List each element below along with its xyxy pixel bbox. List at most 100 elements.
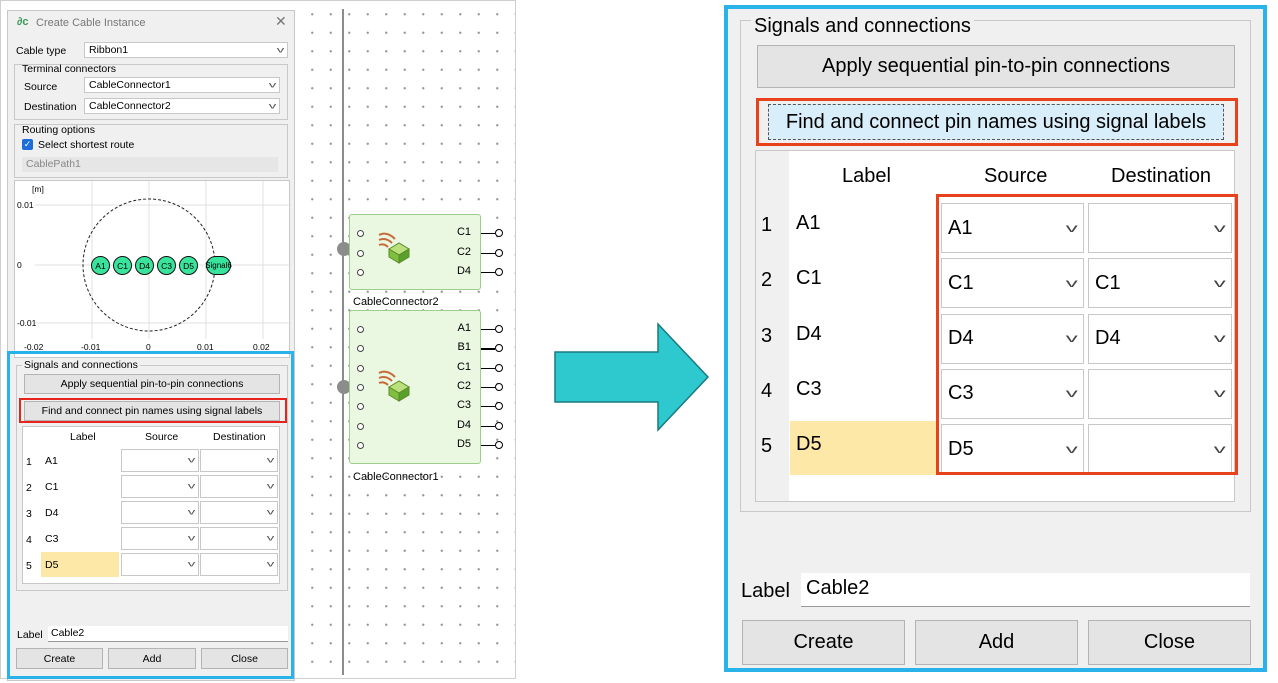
chevron-down-icon: v xyxy=(187,560,196,569)
zoom-table-cell-label[interactable]: D4 xyxy=(796,322,822,345)
right-pin[interactable] xyxy=(495,268,503,276)
label-input[interactable]: Cable2 xyxy=(48,626,288,642)
left-pin[interactable] xyxy=(357,364,364,372)
zoom-label-input[interactable]: Cable2 xyxy=(801,573,1250,607)
destination-combo[interactable]: v xyxy=(200,527,278,550)
destination-combo[interactable]: v xyxy=(200,553,278,576)
table-cell-label[interactable]: A1 xyxy=(45,454,58,467)
zoom-destination-combo[interactable]: C1 v xyxy=(1088,258,1232,309)
zoom-create-button[interactable]: Create xyxy=(742,620,905,665)
wire-junction xyxy=(337,380,351,394)
zoom-label-field-label: Label xyxy=(741,580,790,602)
chevron-down-icon: v xyxy=(1065,276,1078,291)
close-button[interactable]: Close xyxy=(201,648,288,669)
signal-node: Signal6 xyxy=(205,256,232,275)
right-pin[interactable] xyxy=(495,248,503,257)
cable-connector-1[interactable] xyxy=(349,310,481,464)
table-cell-label[interactable]: D5 xyxy=(41,552,119,577)
plot-unit: [m] xyxy=(32,184,44,194)
zoom-destination-combo[interactable]: v xyxy=(1088,203,1232,253)
chevron-down-icon: v xyxy=(1213,276,1226,291)
left-pin[interactable] xyxy=(357,269,364,276)
pin-label: C1 xyxy=(456,226,471,238)
zoom-find-connect-button[interactable]: Find and connect pin names using signal … xyxy=(768,104,1224,140)
right-pin[interactable] xyxy=(495,344,503,353)
right-pin[interactable] xyxy=(495,382,503,391)
left-pin[interactable] xyxy=(357,441,364,449)
pin-lead xyxy=(481,272,495,274)
left-pin[interactable] xyxy=(357,326,364,333)
source-combo[interactable]: v xyxy=(121,501,199,524)
right-pin[interactable] xyxy=(495,229,503,237)
right-pin[interactable] xyxy=(495,325,503,333)
destination-combo[interactable]: v xyxy=(200,475,278,498)
chevron-down-icon: v xyxy=(268,101,277,111)
row-number: 3 xyxy=(26,508,32,520)
pin-label: D4 xyxy=(456,265,471,277)
close-icon[interactable]: ✕ xyxy=(275,13,287,29)
connector-1-label: CableConnector1 xyxy=(353,471,439,483)
create-button[interactable]: Create xyxy=(16,648,103,669)
chevron-down-icon: v xyxy=(1213,387,1226,401)
table-cell-label[interactable]: C3 xyxy=(45,532,59,545)
right-pin[interactable] xyxy=(495,440,503,449)
add-button[interactable]: Add xyxy=(108,648,196,669)
signal-node: C1 xyxy=(113,256,132,275)
left-pin[interactable] xyxy=(357,383,364,391)
destination-value: C1 xyxy=(1095,271,1121,294)
right-pin[interactable] xyxy=(495,402,503,411)
connector-icon xyxy=(375,229,411,270)
pin-lead xyxy=(481,425,495,427)
zoom-signals-group-title: Signals and connections xyxy=(751,15,974,38)
zoom-table-cell-label[interactable]: D5 xyxy=(790,421,936,476)
pin-lead xyxy=(481,348,495,350)
right-pin[interactable] xyxy=(495,363,503,372)
left-pin[interactable] xyxy=(357,345,364,353)
source-combo[interactable]: v xyxy=(121,553,199,576)
row-number: 1 xyxy=(761,214,773,236)
right-pin[interactable] xyxy=(495,421,503,430)
zoom-close-button[interactable]: Close xyxy=(1088,620,1251,665)
zoom-table-cell-label[interactable]: C3 xyxy=(796,377,822,400)
zoom-table-cell-label[interactable]: C1 xyxy=(796,267,822,290)
x-tick: 0 xyxy=(146,342,151,352)
left-pin[interactable] xyxy=(357,403,364,411)
zoom-destination-combo[interactable]: v xyxy=(1088,424,1232,475)
left-pin[interactable] xyxy=(357,249,364,257)
destination-combo[interactable]: v xyxy=(200,501,278,524)
shortest-route-checkbox[interactable]: ✓ xyxy=(22,139,33,150)
cable-connector-2[interactable] xyxy=(349,214,481,290)
find-connect-button[interactable]: Find and connect pin names using signal … xyxy=(24,401,280,421)
source-combo[interactable]: v xyxy=(121,475,199,498)
table-cell-label[interactable]: C1 xyxy=(45,480,59,493)
zoom-apply-sequential-button[interactable]: Apply sequential pin-to-pin connections xyxy=(757,45,1235,88)
zoom-add-button[interactable]: Add xyxy=(915,620,1078,665)
chevron-down-icon: v xyxy=(1213,442,1226,456)
zoom-table-cell-label[interactable]: A1 xyxy=(796,212,821,234)
table-cell-label[interactable]: D4 xyxy=(45,506,59,519)
connector-2-label: CableConnector2 xyxy=(353,296,439,308)
source-combo[interactable]: v xyxy=(121,527,199,550)
left-pin[interactable] xyxy=(357,230,364,237)
pin-label: C3 xyxy=(456,399,471,412)
left-pin[interactable] xyxy=(357,422,364,430)
table-header-source: Source xyxy=(145,431,179,443)
pin-label: B1 xyxy=(457,341,471,354)
source-combo[interactable]: v xyxy=(121,449,199,472)
zoom-destination-combo[interactable]: v xyxy=(1088,368,1232,419)
row-header-column xyxy=(756,151,789,501)
chevron-down-icon: v xyxy=(187,482,196,491)
row-number: 4 xyxy=(761,379,773,402)
destination-combo[interactable]: v xyxy=(200,449,278,472)
source-label: Source xyxy=(24,81,58,93)
apply-sequential-button[interactable]: Apply sequential pin-to-pin connections xyxy=(24,374,280,394)
